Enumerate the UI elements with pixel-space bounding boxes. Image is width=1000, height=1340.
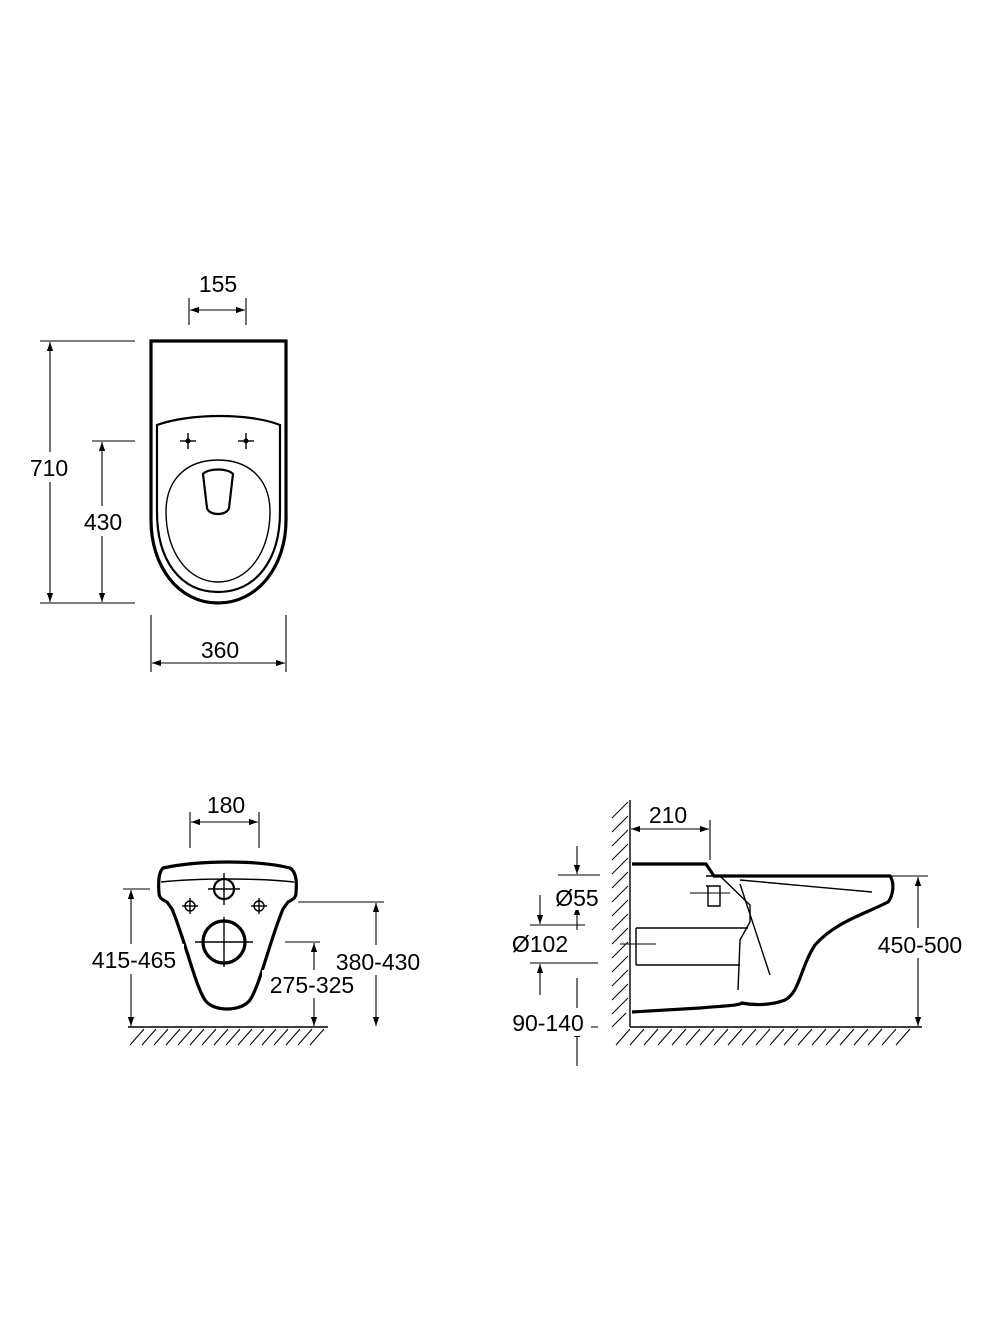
front-view-inlet-icon xyxy=(208,873,240,905)
top-view-width-dimension: 360 xyxy=(150,615,287,672)
label-360: 360 xyxy=(201,637,239,663)
top-view: 155 710 430 360 xyxy=(26,271,288,672)
top-view-seat-opening xyxy=(165,459,271,583)
side-view-projection-dimension: 210 xyxy=(631,802,711,860)
front-view-floor-hatching xyxy=(129,1028,325,1046)
side-view-inlet-stub xyxy=(706,885,721,907)
side-view-outlet-offset-dimension: 90-140 xyxy=(505,978,598,1066)
side-view-wall-hatching xyxy=(611,801,629,1028)
front-view-outlet-height-dimension: 275-325 xyxy=(262,941,362,1026)
side-view-bowl-outline xyxy=(631,862,895,1014)
label-90-140: 90-140 xyxy=(512,1010,584,1036)
side-view-rim-height-dimension: 450-500 xyxy=(869,875,971,1026)
top-view-fixing-left-icon xyxy=(180,433,196,449)
top-view-fixing-depth-dimension: 430 xyxy=(78,440,135,602)
side-view-floor-hatching xyxy=(615,1028,911,1046)
label-275-325: 275-325 xyxy=(270,972,354,998)
front-view: 180 415-465 380-430 275-325 xyxy=(84,792,429,1046)
front-view-fixing-right-icon xyxy=(251,898,267,914)
side-view-inlet-diameter-dimension: Ø55 xyxy=(550,846,604,930)
label-415-465: 415-465 xyxy=(92,947,176,973)
label-180: 180 xyxy=(207,792,245,818)
top-view-bowl-outline xyxy=(149,339,288,605)
side-view-outlet-pipe xyxy=(635,927,748,966)
front-view-fixing-height-dimension: 415-465 xyxy=(84,888,184,1026)
top-view-fixing-spacing-dimension: 155 xyxy=(188,271,247,325)
top-view-fixing-right-icon xyxy=(238,433,254,449)
top-view-outlet-shape xyxy=(201,468,235,516)
label-outlet-diameter: Ø102 xyxy=(512,931,568,957)
label-155: 155 xyxy=(199,271,237,297)
front-view-outlet-icon xyxy=(195,917,253,967)
top-view-seat-outline xyxy=(155,414,282,594)
label-210: 210 xyxy=(649,802,687,828)
top-view-length-dimension: 710 xyxy=(26,340,135,604)
front-view-bowl-outline xyxy=(157,860,298,1011)
front-view-rim-height-dimension: 380-430 xyxy=(298,901,429,1026)
label-inlet-diameter: Ø55 xyxy=(555,885,598,911)
side-view: 210 Ø55 Ø102 90-140 xyxy=(505,800,971,1066)
side-view-outlet-diameter-dimension: Ø102 xyxy=(505,895,598,995)
label-450-500: 450-500 xyxy=(878,932,962,958)
side-view-bowl-rim-inner xyxy=(739,879,873,893)
label-710: 710 xyxy=(30,455,68,481)
front-view-fixing-spacing-dimension: 180 xyxy=(189,792,260,848)
side-view-trap-line xyxy=(739,883,771,976)
front-view-fixing-left-icon xyxy=(182,898,198,914)
label-430: 430 xyxy=(84,509,122,535)
